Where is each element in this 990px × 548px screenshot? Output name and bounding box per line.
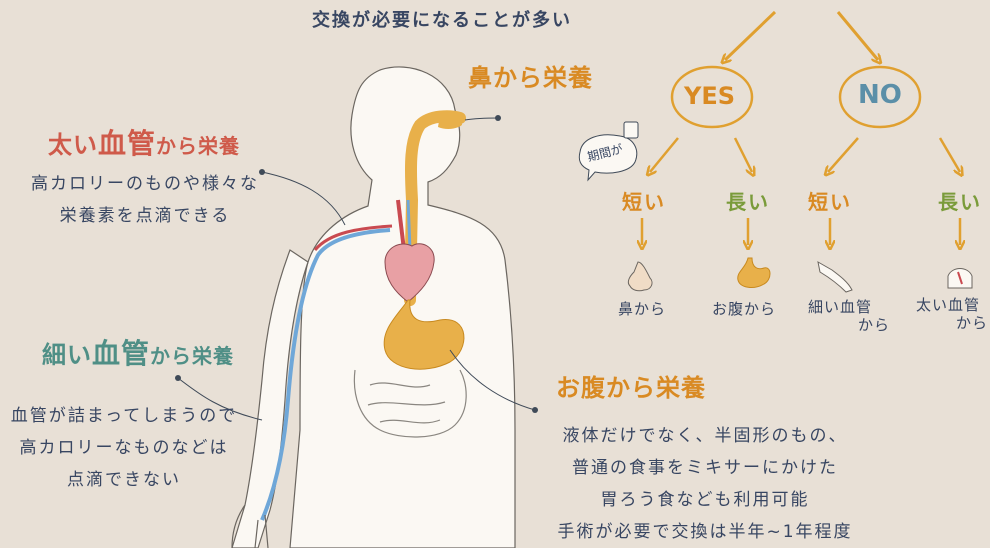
stomach-line-3: 胃ろう食なども利用可能 <box>520 484 890 516</box>
stomach-line-4: 手術が必要で交換は半年~1年程度 <box>520 516 890 548</box>
thin-vessel-title-part1: 細い <box>42 341 92 369</box>
thin-vessel-line-2: 高カロリーなものなどは <box>4 432 244 464</box>
stomach-line-2: 普通の食事をミキサーにかけた <box>520 452 890 484</box>
thick-vessel-title-part2: 血管 <box>98 127 156 160</box>
arrow-to-yes <box>725 12 775 60</box>
thin-vessel-title: 細い血管から栄養 <box>42 332 234 372</box>
yes-long-label: 長い <box>726 186 770 215</box>
arrow-yes-short <box>650 138 678 172</box>
thin-vessel-title-part3: から栄養 <box>150 344 234 368</box>
leader-nose-dot <box>495 115 501 121</box>
nose-route-title: 鼻から栄養 <box>468 58 593 93</box>
arrow-no-short <box>828 138 858 172</box>
no-short-label: 短い <box>808 186 852 215</box>
stomach-route-title: お腹から栄養 <box>556 368 706 403</box>
leader-stomach-dot <box>532 407 538 413</box>
top-caption: 交換が必要になることが多い <box>312 6 572 32</box>
arm-icon <box>818 262 852 292</box>
no-long-label: 長い <box>938 186 982 215</box>
thick-vessel-title-part1: 太い <box>48 131 98 159</box>
stomach-line-1: 液体だけでなく、半固形のもの、 <box>520 420 890 452</box>
leader-nose <box>465 118 498 120</box>
arrow-yes-long <box>735 138 752 172</box>
thick-vessel-line-1: 高カロリーのものや様々な <box>20 168 270 200</box>
thick-vessel-title-part3: から栄養 <box>156 134 240 158</box>
thin-vessel-title-part2: 血管 <box>92 337 150 370</box>
thick-vessel-description: 高カロリーのものや様々な 栄養素を点滴できる <box>20 168 270 232</box>
leader-thick <box>262 172 345 225</box>
yes-label: YES <box>684 82 735 110</box>
thick-vessel-line-2: 栄養素を点滴できる <box>20 200 270 232</box>
nose-icon <box>628 262 652 291</box>
yes-short-label: 短い <box>622 186 666 215</box>
thin-vessel-line-1: 血管が詰まってしまうので <box>4 400 244 432</box>
arrow-no-long <box>940 138 960 172</box>
neck-vessel-blue <box>408 200 410 250</box>
stomach-description: 液体だけでなく、半固形のもの、 普通の食事をミキサーにかけた 胃ろう食なども利用… <box>520 420 890 548</box>
thin-vessel-description: 血管が詰まってしまうので 高カロリーなものなどは 点滴できない <box>4 400 244 496</box>
result-thick-vessel-label-2: から <box>956 312 988 333</box>
result-thin-vessel-label-2: から <box>858 314 890 335</box>
thick-vessel-title: 太い血管から栄養 <box>48 122 240 162</box>
stomach-icon <box>738 258 770 287</box>
thin-vessel-line-3: 点滴できない <box>4 464 244 496</box>
arrow-to-no <box>838 12 878 60</box>
period-tag-icon <box>624 122 638 138</box>
leader-thin-dot <box>175 375 181 381</box>
result-stomach-label: お腹から <box>712 298 776 319</box>
result-nose-label: 鼻から <box>618 298 666 319</box>
no-label: NO <box>858 80 902 110</box>
